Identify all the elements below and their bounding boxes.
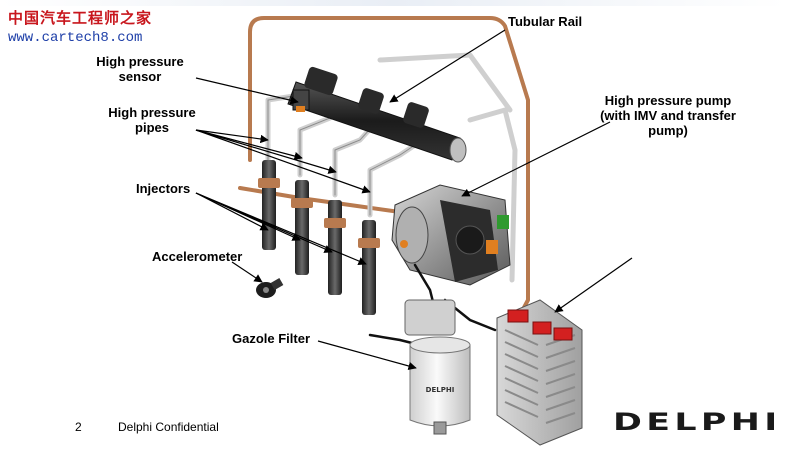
label-gazole-filter: Gazole Filter xyxy=(232,331,311,346)
injector-1 xyxy=(258,160,280,250)
label-injectors: Injectors xyxy=(136,181,191,196)
label-line: High pressure pump xyxy=(604,93,732,108)
footer-page-number: 2 xyxy=(75,420,82,434)
label-high-pressure-pipes: High pressure pipes xyxy=(96,105,208,135)
high-pressure-pump xyxy=(391,184,511,286)
label-high-pressure-pump: High pressure pump (with IMV and transfe… xyxy=(583,93,753,138)
injector-3 xyxy=(324,200,346,295)
label-line: pump) xyxy=(648,123,688,138)
leader-lines xyxy=(195,29,633,371)
footer-confidential: Delphi Confidential xyxy=(118,420,219,434)
delphi-logo: DELPHI xyxy=(613,408,782,436)
injector-2 xyxy=(291,180,313,275)
label-line: High pressure xyxy=(108,105,196,120)
label-line: sensor xyxy=(118,69,162,84)
label-line: High pressure xyxy=(96,54,184,69)
watermark-chinese: 中国汽车工程师之家 xyxy=(8,9,153,27)
gazole-filter: DELPHI xyxy=(404,299,471,435)
ecu xyxy=(496,299,583,446)
filter-brand-mark: DELPHI xyxy=(426,386,455,394)
injector-4 xyxy=(358,220,380,315)
watermark-url: www.cartech8.com xyxy=(8,30,143,46)
label-high-pressure-sensor: High pressure sensor xyxy=(84,54,196,84)
injectors xyxy=(258,160,380,315)
label-line: pipes xyxy=(135,120,169,135)
accelerometer xyxy=(256,278,284,298)
label-tubular-rail: Tubular Rail xyxy=(508,14,583,29)
label-accelerometer: Accelerometer xyxy=(152,249,243,264)
top-banner xyxy=(0,0,786,6)
label-line: (with IMV and transfer xyxy=(600,108,736,123)
tubular-rail xyxy=(287,66,467,163)
